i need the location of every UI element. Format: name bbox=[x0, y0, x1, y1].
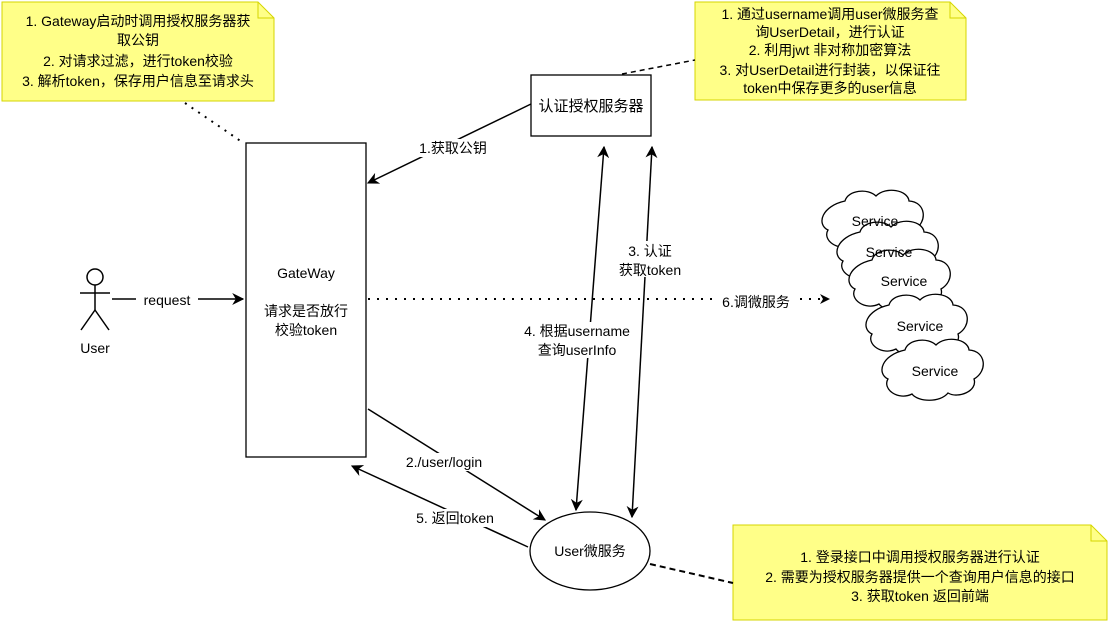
auth-note-line-2: 询UserDetail，进行认证 bbox=[755, 24, 904, 40]
service-label-2: Service bbox=[866, 244, 913, 260]
edge-query-user-info-label-1: 4. 根据username bbox=[524, 323, 630, 339]
service-label-1: Service bbox=[852, 213, 899, 229]
user-note-connector bbox=[649, 563, 734, 584]
gateway-subtitle-1: 请求是否放行 bbox=[264, 303, 348, 319]
gateway-note-line-3: 2. 对请求过滤，进行token校验 bbox=[43, 53, 233, 69]
auth-server-node: 认证授权服务器 bbox=[530, 74, 652, 137]
edge-auth-get-token-label-2: 获取token bbox=[619, 262, 681, 278]
edge-get-public-key-label: 1.获取公钥 bbox=[419, 140, 487, 156]
auth-note-line-4: 3. 对UserDetail进行封装，以保证往 bbox=[720, 62, 941, 78]
user-service-label: User微服务 bbox=[554, 543, 626, 559]
gateway-note-line-4: 3. 解析token，保存用户信息至请求头 bbox=[22, 73, 254, 89]
gateway-title: GateWay bbox=[277, 265, 335, 281]
auth-note-line-1: 1. 通过username调用user微服务查 bbox=[721, 6, 938, 22]
auth-server-label: 认证授权服务器 bbox=[538, 98, 643, 115]
gateway-note: 1. Gateway启动时调用授权服务器获 取公钥 2. 对请求过滤，进行tok… bbox=[1, 1, 275, 102]
edge-login-label: 2./user/login bbox=[406, 454, 482, 470]
user-service-note: 1. 登录接口中调用授权服务器进行认证 2. 需要为授权服务器提供一个查询用户信… bbox=[732, 524, 1108, 621]
gateway-subtitle-2: 校验token bbox=[275, 322, 337, 338]
auth-note: 1. 通过username调用user微服务查 询UserDetail，进行认证… bbox=[694, 1, 967, 101]
auth-note-connector bbox=[621, 59, 696, 75]
gateway-note-line-1: 1. Gateway启动时调用授权服务器获 bbox=[26, 13, 251, 29]
user-note-line-2: 2. 需要为授权服务器提供一个查询用户信息的接口 bbox=[765, 569, 1075, 585]
gateway-note-connector bbox=[184, 102, 243, 143]
user-note-line-1: 1. 登录接口中调用授权服务器进行认证 bbox=[800, 549, 1040, 565]
services-cluster bbox=[821, 189, 984, 401]
edge-auth-get-token-label-1: 3. 认证 bbox=[628, 243, 672, 259]
user-service-node: User微服务 bbox=[529, 511, 651, 591]
auth-note-line-5: token中保存更多的user信息 bbox=[743, 80, 916, 96]
edge-request-label: request bbox=[144, 292, 191, 308]
user-actor-label: User bbox=[80, 340, 110, 356]
edge-return-token-label: 5. 返回token bbox=[416, 510, 494, 526]
edge-query-user-info-label-2: 查询userInfo bbox=[538, 342, 617, 358]
service-label-5: Service bbox=[912, 363, 959, 379]
gateway-note-line-2: 取公钥 bbox=[117, 32, 159, 48]
edge-call-service-arrowhead bbox=[820, 294, 830, 304]
user-note-line-3: 3. 获取token 返回前端 bbox=[851, 588, 989, 604]
user-actor bbox=[80, 268, 110, 331]
service-cloud-5 bbox=[881, 338, 984, 401]
gateway-node: GateWay 请求是否放行 校验token bbox=[245, 142, 367, 458]
service-label-3: Service bbox=[881, 273, 928, 289]
edge-auth-get-token bbox=[626, 145, 658, 519]
user-actor-head-icon bbox=[86, 268, 104, 286]
edge-call-service-label: 6.调微服务 bbox=[722, 294, 790, 310]
edge-return-token bbox=[350, 465, 529, 548]
auth-note-line-3: 2. 利用jwt 非对称加密算法 bbox=[749, 42, 912, 58]
service-label-4: Service bbox=[897, 318, 944, 334]
